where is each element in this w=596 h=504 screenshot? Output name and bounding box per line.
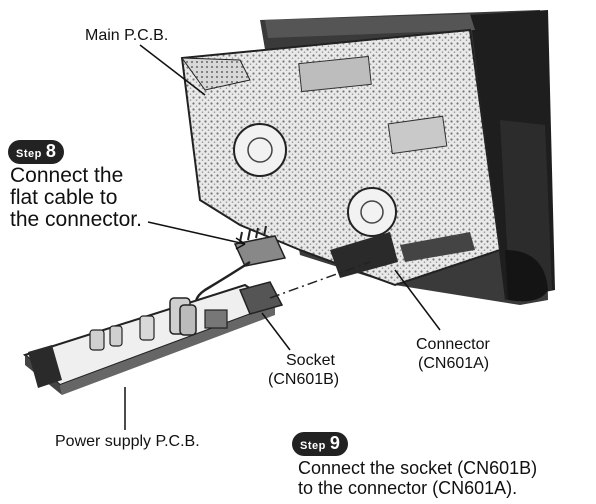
step-9-badge: Step 9 <box>292 432 348 456</box>
main-pcb-board <box>180 28 502 287</box>
power-supply-pcb-label: Power supply P.C.B. <box>55 433 200 450</box>
step-word: Step <box>300 440 326 452</box>
step-9-line-1: Connect the socket (CN601B) <box>298 458 538 478</box>
main-pcb-label: Main P.C.B. <box>85 27 169 44</box>
step-word: Step <box>16 148 42 160</box>
step-8-line-2: flat cable to <box>10 186 118 209</box>
socket-id-label: (CN601B) <box>268 371 340 388</box>
power-supply-pcb-board <box>22 281 284 395</box>
step-8-line-3: the connector. <box>10 208 142 231</box>
step-9-line-2: to the connector (CN601A). <box>298 478 518 498</box>
step-number: 8 <box>45 141 56 161</box>
alignment-line <box>269 261 371 299</box>
step-8-line-1: Connect the <box>10 164 124 187</box>
connector-id-label: (CN601A) <box>418 355 490 372</box>
step-number: 9 <box>329 433 340 453</box>
connector-label: Connector <box>416 336 490 353</box>
leader-lines <box>124 44 441 430</box>
socket-label: Socket <box>286 352 335 369</box>
step-8-badge: Step 8 <box>8 140 64 164</box>
